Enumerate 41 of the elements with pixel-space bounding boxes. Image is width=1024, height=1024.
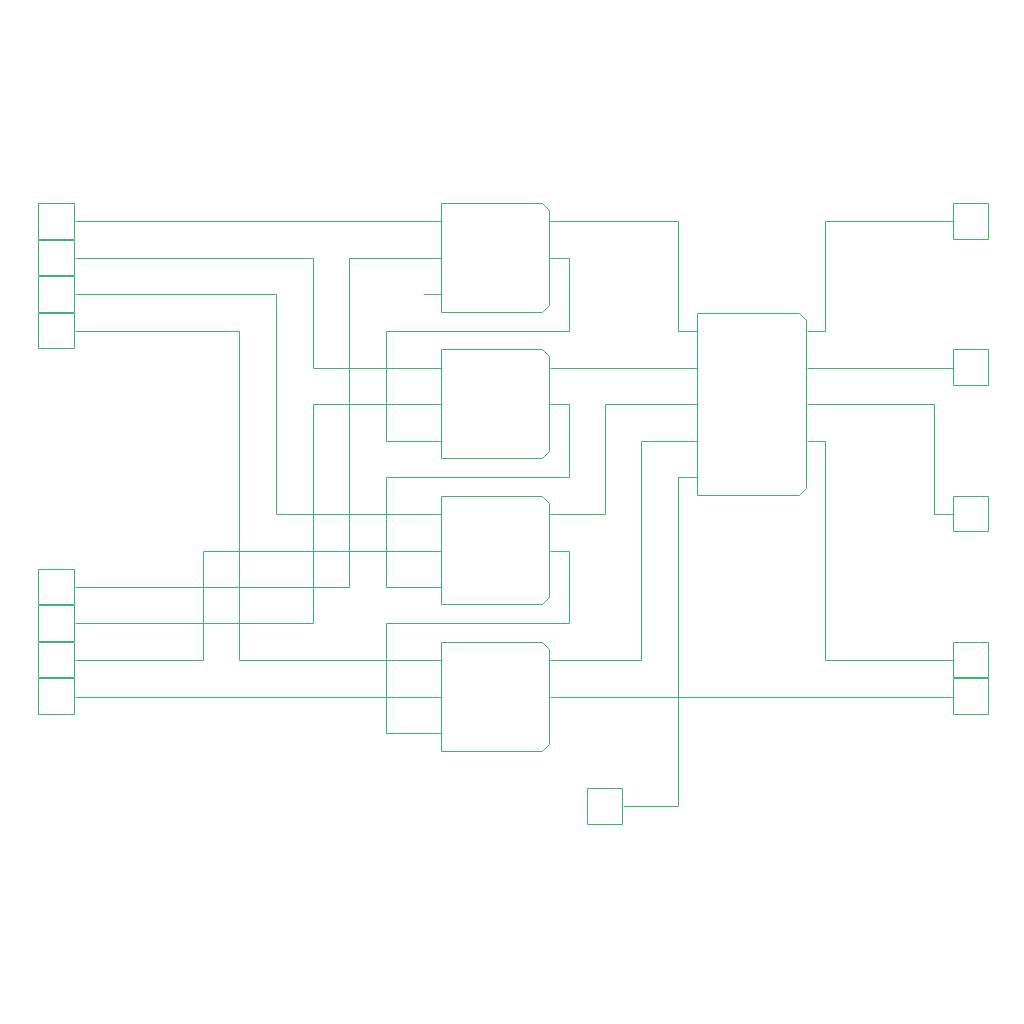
logic-block — [441, 642, 550, 752]
wire — [550, 368, 698, 369]
wire — [550, 404, 698, 515]
port-box — [953, 678, 989, 715]
wire — [807, 368, 954, 369]
wire — [807, 221, 954, 332]
wire — [550, 441, 698, 661]
wire — [423, 294, 442, 295]
port-box — [587, 788, 623, 825]
logic-block — [441, 349, 550, 459]
port-box — [953, 349, 989, 386]
logic-block — [441, 203, 550, 313]
wire — [623, 477, 698, 807]
wire — [386, 404, 570, 588]
wire — [550, 221, 698, 332]
port-box — [38, 313, 75, 349]
port-box — [953, 642, 989, 678]
wire — [807, 404, 954, 515]
logic-block — [441, 496, 550, 605]
wire — [75, 697, 442, 698]
port-box — [953, 203, 989, 240]
wire — [386, 258, 570, 442]
wire — [75, 551, 442, 661]
port-box — [38, 678, 75, 715]
port-box — [38, 605, 75, 642]
wire — [75, 258, 442, 588]
port-box — [38, 569, 75, 605]
wire — [75, 258, 442, 369]
port-box — [38, 276, 75, 313]
port-box — [38, 203, 75, 240]
wire — [807, 441, 954, 661]
central-block — [697, 313, 807, 496]
wire — [75, 404, 442, 624]
wire — [75, 221, 442, 222]
wire — [75, 331, 442, 661]
port-box — [38, 642, 75, 678]
wire — [550, 697, 954, 698]
port-box — [38, 240, 75, 276]
port-box — [953, 496, 989, 532]
wire — [75, 294, 442, 515]
wire — [386, 551, 570, 734]
